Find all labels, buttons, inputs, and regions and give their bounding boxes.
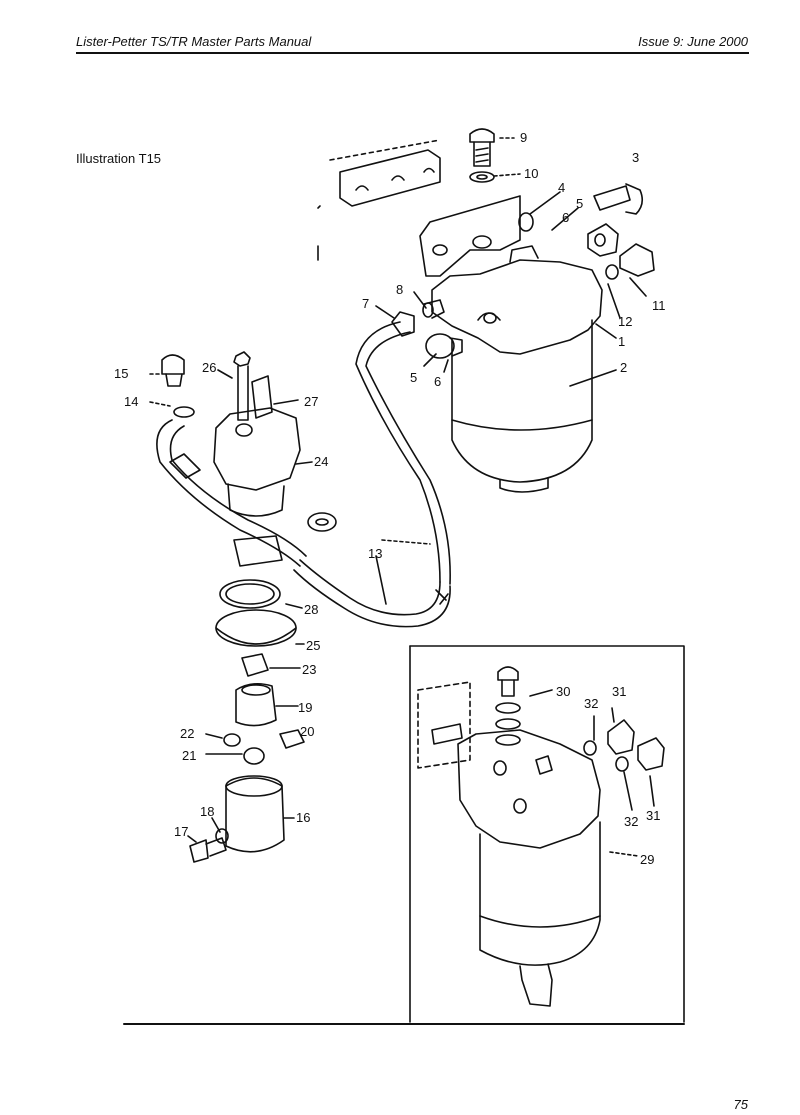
fuel-pipe-13 [293, 321, 451, 628]
callout-28: 28 [304, 602, 318, 617]
callout-14: 14 [124, 394, 138, 409]
callout-11: 11 [652, 298, 666, 313]
left-filter-assembly [149, 351, 337, 863]
callout-16: 16 [296, 810, 310, 825]
callout-5-lower: 5 [410, 370, 417, 385]
callout-3: 3 [632, 150, 639, 165]
callout-30: 30 [556, 684, 570, 699]
callout-12: 12 [618, 314, 632, 329]
callout-7: 7 [362, 296, 369, 311]
callout-32-lower: 32 [624, 814, 638, 829]
callout-2: 2 [620, 360, 627, 375]
callout-5-upper: 5 [576, 196, 583, 211]
inset-frame [123, 645, 685, 1025]
callout-31-upper: 31 [612, 684, 626, 699]
callout-15: 15 [114, 366, 128, 381]
callout-19: 19 [298, 700, 312, 715]
callout-24: 24 [314, 454, 328, 469]
header-rule [76, 52, 749, 54]
issue-date: Issue 9: June 2000 [638, 34, 748, 49]
illustration-label: Illustration T15 [76, 151, 162, 166]
callout-6-upper: 6 [562, 210, 569, 225]
callout-labels: 9 3 10 4 5 6 8 7 11 12 1 5 6 2 15 26 27 … [114, 130, 666, 867]
callout-23: 23 [302, 662, 316, 677]
callout-27: 27 [304, 394, 318, 409]
callout-20: 20 [300, 724, 314, 739]
callout-6-lower: 6 [434, 374, 441, 389]
callout-4: 4 [558, 180, 565, 195]
main-filter-assembly [317, 128, 655, 493]
callout-9: 9 [520, 130, 527, 145]
callout-18: 18 [200, 804, 214, 819]
callout-26: 26 [202, 360, 216, 375]
callout-31-lower: 31 [646, 808, 660, 823]
callout-21: 21 [182, 748, 196, 763]
callout-8: 8 [396, 282, 403, 297]
callout-1: 1 [618, 334, 625, 349]
manual-title: Lister-Petter TS/TR Master Parts Manual [76, 34, 312, 49]
callout-13: 13 [368, 546, 382, 561]
callout-25: 25 [306, 638, 320, 653]
page-number: 75 [733, 1097, 748, 1112]
callout-22: 22 [180, 726, 194, 741]
callout-17: 17 [174, 824, 188, 839]
inset-filter-assembly [417, 666, 665, 1007]
callout-32-upper: 32 [584, 696, 598, 711]
callout-10: 10 [524, 166, 538, 181]
callout-29: 29 [640, 852, 654, 867]
